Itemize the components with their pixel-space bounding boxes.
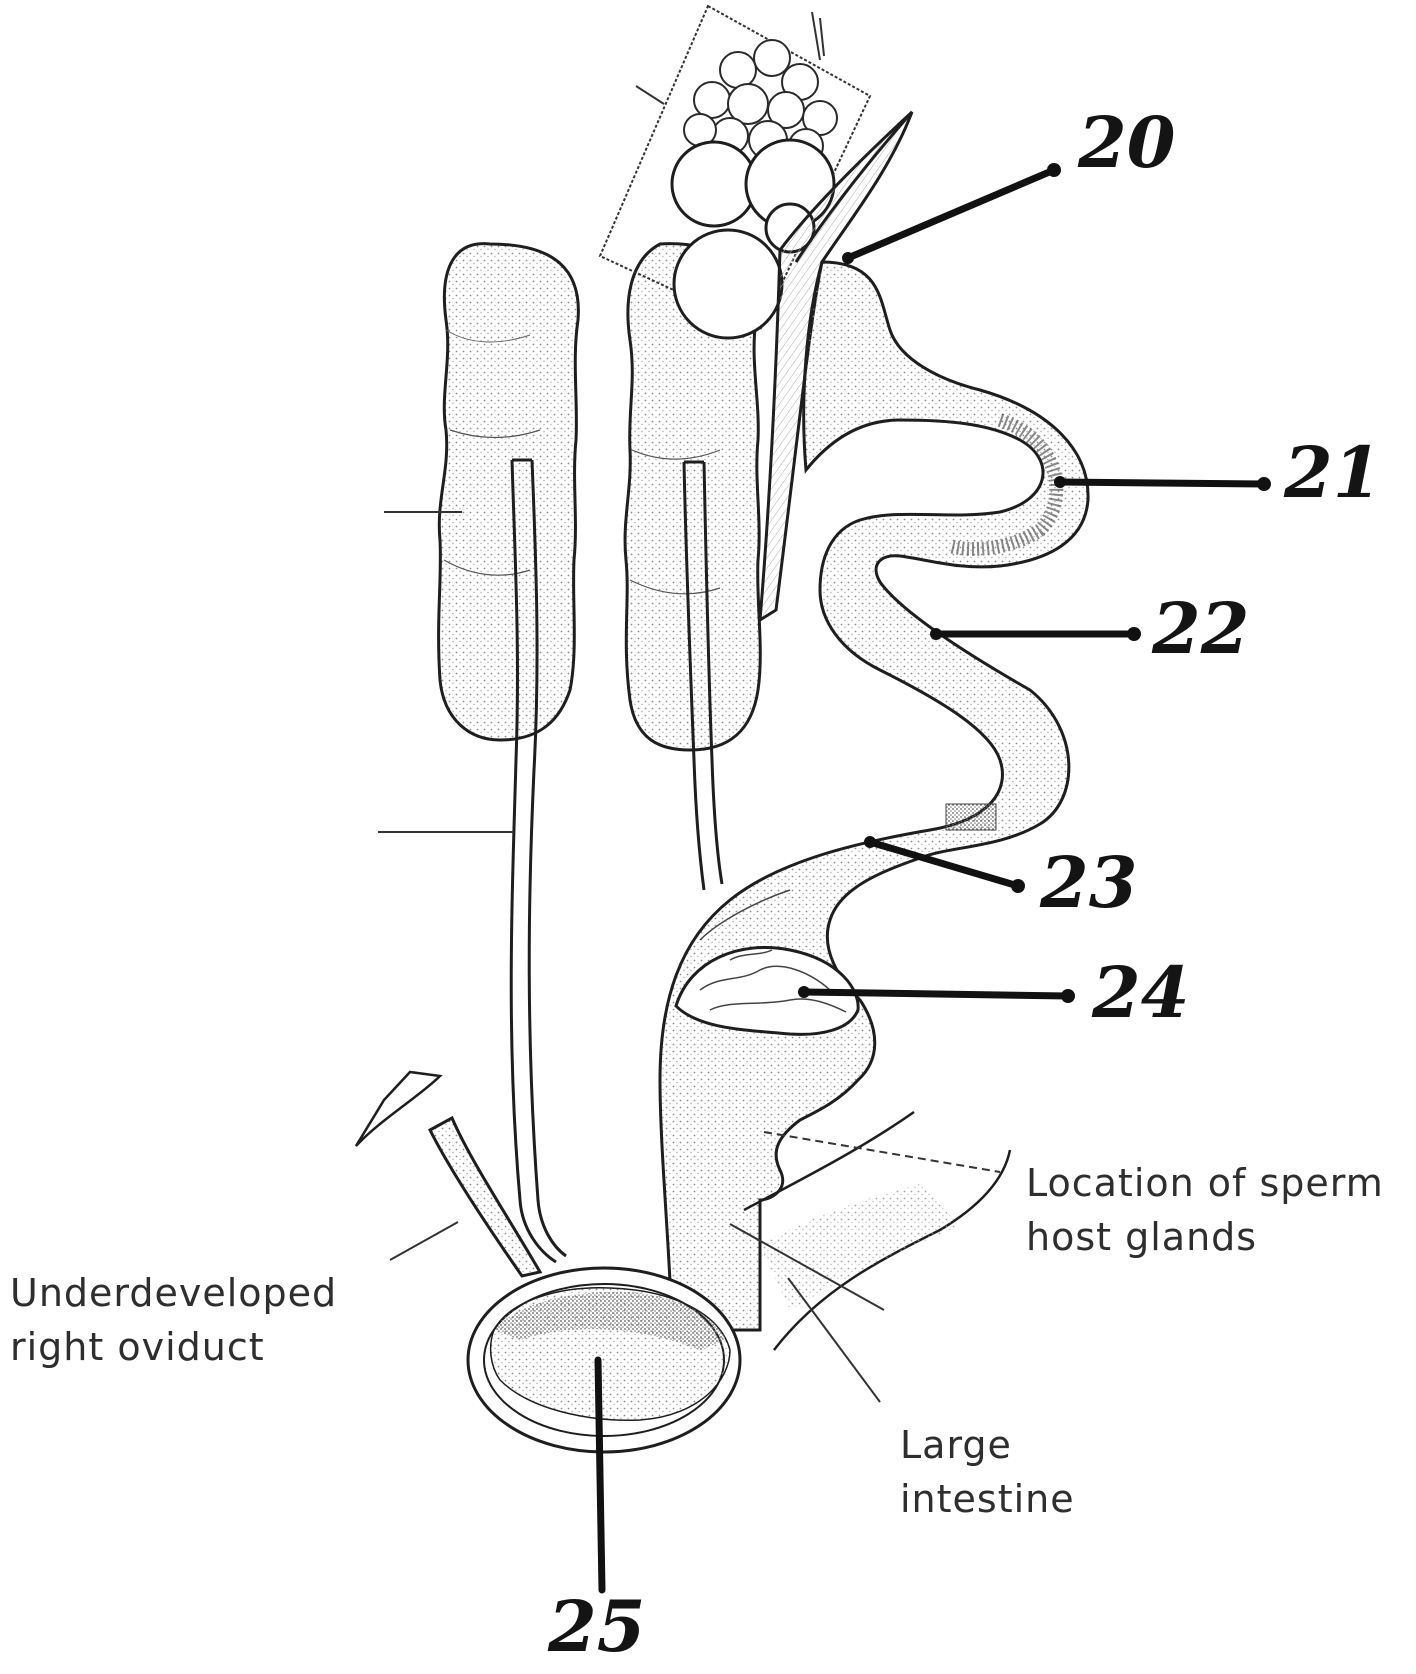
cloaca xyxy=(468,1268,740,1452)
label-underdeveloped-right-oviduct: Underdeveloped right oviduct xyxy=(10,1266,337,1374)
label-line: Underdeveloped xyxy=(10,1266,337,1320)
label-line: host glands xyxy=(1026,1210,1384,1264)
label-sperm-host-glands: Location of sperm host glands xyxy=(1026,1156,1384,1264)
label-line: Large xyxy=(900,1418,1075,1472)
number-label-25: 25 xyxy=(548,1592,645,1662)
large-intestine xyxy=(744,1112,1010,1350)
label-line: Location of sperm xyxy=(1026,1156,1384,1210)
number-label-22: 22 xyxy=(1152,594,1249,664)
left-kidney xyxy=(384,244,578,740)
label-line: intestine xyxy=(900,1472,1075,1526)
label-line: right oviduct xyxy=(10,1320,337,1374)
number-label-23: 23 xyxy=(1040,848,1137,918)
label-large-intestine: Large intestine xyxy=(900,1418,1075,1526)
number-label-20: 20 xyxy=(1078,108,1175,178)
number-label-24: 24 xyxy=(1092,958,1189,1028)
number-label-21: 21 xyxy=(1284,438,1381,508)
